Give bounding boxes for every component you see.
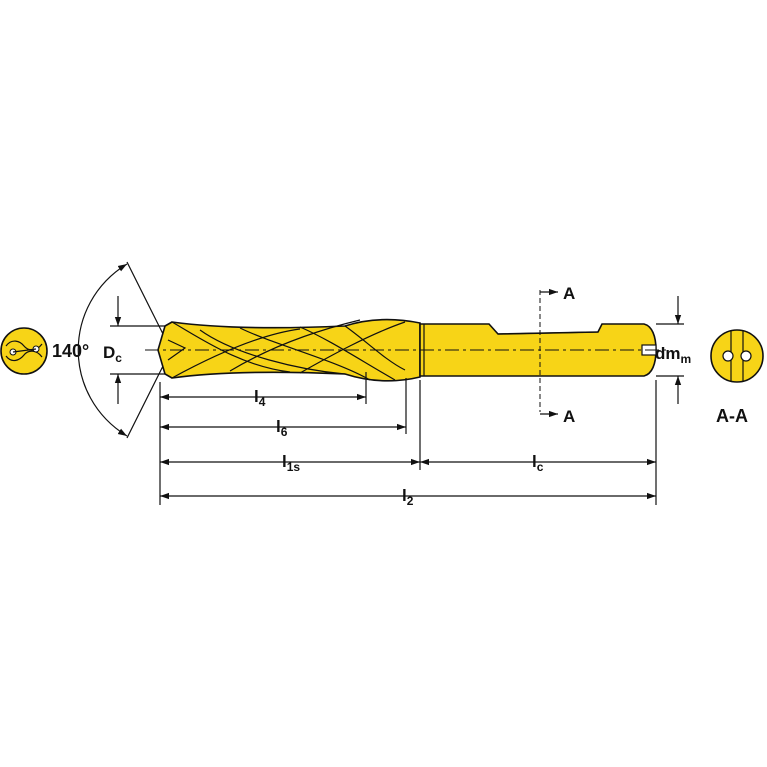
l4-label: l xyxy=(254,387,259,406)
extension-lines xyxy=(159,372,657,505)
point-angle-dimension: 140° xyxy=(52,261,166,439)
l1s-label: l xyxy=(282,452,287,471)
svg-text:l1s: l1s xyxy=(282,452,300,474)
section-cut-markers: A A xyxy=(539,284,575,426)
l4-dimension: l4 xyxy=(160,387,366,409)
dmm-dimension: dmm xyxy=(655,296,691,404)
l1s-dimension: l1s xyxy=(160,452,420,474)
section-label-bottom: A xyxy=(563,407,575,426)
svg-text:lc: lc xyxy=(532,452,544,474)
dc-dimension: Dc xyxy=(103,296,168,404)
section-label-top: A xyxy=(563,284,575,303)
svg-text:Dc: Dc xyxy=(103,343,122,365)
drill-body xyxy=(145,318,670,382)
point-angle-label: 140° xyxy=(52,341,89,361)
lc-dimension: lc xyxy=(420,452,656,474)
lc-subscript: c xyxy=(537,460,544,474)
dmm-label: dm xyxy=(655,344,681,363)
l2-label: l xyxy=(402,486,407,505)
dc-label: D xyxy=(103,343,115,362)
svg-text:l6: l6 xyxy=(276,417,288,439)
svg-text:dmm: dmm xyxy=(655,344,691,366)
lc-label: l xyxy=(532,452,537,471)
l6-label: l xyxy=(276,417,281,436)
l2-dimension: l2 xyxy=(160,486,656,508)
l6-dimension: l6 xyxy=(160,417,406,439)
shank-section-icon xyxy=(710,329,764,383)
dc-subscript: c xyxy=(115,351,122,365)
l2-subscript: 2 xyxy=(407,494,414,508)
dmm-subscript: m xyxy=(681,352,692,366)
drill-end-view-icon xyxy=(0,327,48,375)
l4-subscript: 4 xyxy=(259,395,266,409)
svg-text:l4: l4 xyxy=(254,387,266,409)
section-view-label: A-A xyxy=(716,406,748,426)
l6-subscript: 6 xyxy=(281,425,288,439)
svg-text:l2: l2 xyxy=(402,486,414,508)
l1s-subscript: 1s xyxy=(287,460,301,474)
